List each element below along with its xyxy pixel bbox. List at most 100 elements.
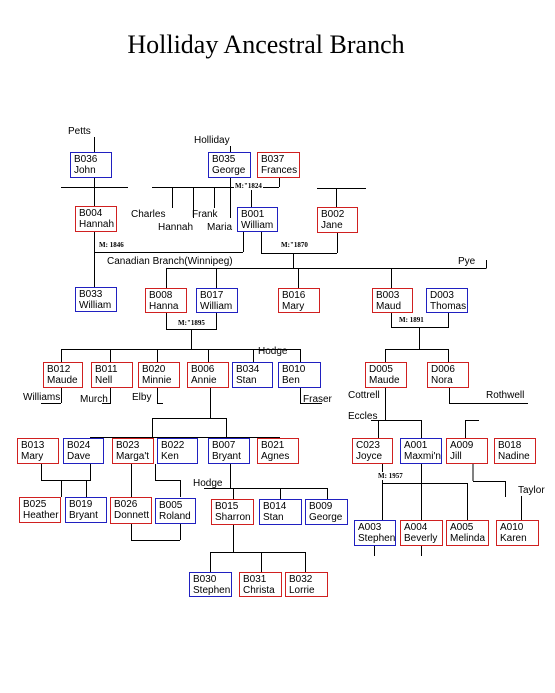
label-frank: Frank bbox=[192, 209, 218, 220]
person-id: A004 bbox=[404, 522, 428, 533]
marriage-year: M:"1895 bbox=[177, 319, 206, 327]
person-id: D003 bbox=[430, 290, 454, 301]
marriage-year: M:"1824 bbox=[234, 182, 263, 190]
person-id: B013 bbox=[21, 440, 45, 451]
person-name: William bbox=[241, 220, 274, 231]
person-id: B026 bbox=[114, 499, 138, 510]
person-name: Maud bbox=[376, 301, 402, 312]
person-id: B021 bbox=[261, 440, 285, 451]
person-id: A010 bbox=[500, 522, 524, 533]
person-name: Bryant bbox=[69, 510, 98, 521]
person-id: A001 bbox=[404, 440, 428, 451]
person-name: Ken bbox=[161, 451, 179, 462]
person-id: B003 bbox=[376, 290, 400, 301]
person-id: B032 bbox=[289, 574, 313, 585]
person-name: Stephen bbox=[358, 533, 396, 544]
person-id: B025 bbox=[23, 499, 47, 510]
person-name: Roland bbox=[159, 511, 191, 522]
person-id: B024 bbox=[67, 440, 91, 451]
person-id: B036 bbox=[74, 154, 98, 165]
person-name: Annie bbox=[191, 375, 217, 386]
label-murch: Murch bbox=[80, 394, 108, 405]
person-id: D005 bbox=[369, 364, 393, 375]
marriage-year: M: 1846 bbox=[98, 241, 125, 249]
person-name: Jill bbox=[450, 451, 462, 462]
person-name: Nadine bbox=[498, 451, 530, 462]
person-name: Frances bbox=[261, 165, 298, 176]
person-name: Dave bbox=[67, 451, 91, 462]
person-id: B014 bbox=[263, 501, 287, 512]
person-id: B022 bbox=[161, 440, 185, 451]
person-id: B031 bbox=[243, 574, 267, 585]
label-hannah: Hannah bbox=[158, 222, 194, 233]
person-name: Ben bbox=[282, 375, 300, 386]
person-name: Christa bbox=[243, 585, 275, 596]
person-id: B015 bbox=[215, 501, 239, 512]
person-name: Donnett bbox=[114, 510, 150, 521]
person-id: B006 bbox=[191, 364, 215, 375]
person-id: B009 bbox=[309, 501, 333, 512]
person-name: Marga't bbox=[116, 451, 150, 462]
person-name: William bbox=[200, 301, 233, 312]
label-holliday: Holliday bbox=[194, 135, 230, 146]
person-name: Bryant bbox=[212, 451, 241, 462]
person-id: B033 bbox=[79, 289, 103, 300]
person-name: Stan bbox=[236, 375, 257, 386]
person-id: B007 bbox=[212, 440, 236, 451]
person-id: B004 bbox=[79, 208, 103, 219]
label-cottrell: Cottrell bbox=[348, 390, 380, 401]
person-id: B005 bbox=[159, 500, 183, 511]
person-id: D006 bbox=[431, 364, 455, 375]
label-petts: Petts bbox=[68, 126, 91, 137]
person-name: Thomas bbox=[430, 301, 467, 312]
marriage-year: M:"1870 bbox=[280, 241, 309, 249]
person-name: Nora bbox=[431, 375, 453, 386]
person-id: B034 bbox=[236, 364, 260, 375]
person-name: Lorrie bbox=[289, 585, 315, 596]
